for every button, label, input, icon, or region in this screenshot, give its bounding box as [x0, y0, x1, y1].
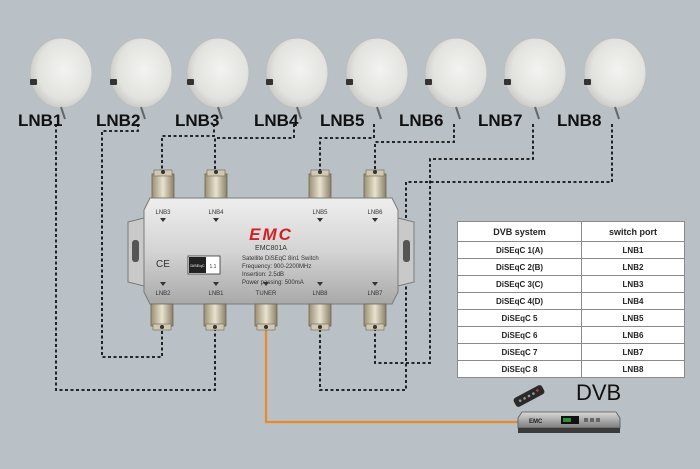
lnb-label: LNB7	[478, 111, 523, 130]
cable-lnb7	[374, 124, 534, 364]
table-header: DVB system	[457, 221, 582, 242]
satellite-dish-icon	[109, 37, 173, 120]
table-cell: LNB3	[581, 275, 685, 293]
table-cell: DiSEqC 7	[457, 343, 582, 361]
table-cell: DiSEqC 5	[457, 309, 582, 327]
connector-lnb1	[203, 303, 227, 331]
table-row: DiSEqC 8 LNB8	[457, 360, 685, 378]
cable-lnb6	[374, 124, 455, 178]
connector-lnb5	[308, 169, 332, 199]
lnb-label: LNB8	[557, 111, 602, 130]
satellite-dish-icon	[345, 37, 409, 120]
lnb-label: LNB4	[254, 111, 299, 130]
cable-tuner	[264, 325, 518, 424]
table-cell: LNB2	[581, 258, 685, 276]
table-row: DiSEqC 1(A) LNB1	[457, 241, 685, 259]
table-cell: LNB7	[581, 343, 685, 361]
table-cell: LNB8	[581, 360, 685, 378]
cable-lnb4	[214, 124, 295, 178]
table-row: DiSEqC 5 LNB5	[457, 309, 685, 327]
port-label-bottom: LNB7	[367, 291, 383, 297]
table-row: DiSEqC 2(B) LNB2	[457, 258, 685, 276]
switch-model: EMC801A	[255, 245, 287, 252]
receiver-brand: EMC	[529, 419, 543, 425]
table-cell: DiSEqC 1(A)	[457, 241, 582, 259]
switch-brand: EMC	[249, 225, 293, 244]
table-cell: DiSEqC 6	[457, 326, 582, 344]
set-top-box-icon: EMC	[517, 411, 621, 433]
ce-mark: CE	[156, 259, 170, 270]
satellite-dish-icon	[265, 37, 329, 120]
lnb-label: LNB3	[175, 111, 220, 130]
port-label-top: LNB5	[312, 210, 328, 216]
port-mapping-table: DVB system switch port DiSEqC 1(A) LNB1 …	[457, 221, 685, 378]
table-cell: DiSEqC 2(B)	[457, 258, 582, 276]
lnb-label: LNB2	[96, 111, 141, 130]
table-row: DiSEqC 4(D) LNB4	[457, 292, 685, 310]
diseqc-version: 1.1	[210, 264, 217, 270]
cable-lnb8	[319, 124, 613, 391]
satellite-dish-icon	[29, 37, 93, 120]
connector-tuner	[254, 303, 278, 331]
cable-lnb3	[161, 124, 215, 178]
spec-line: Power passing: 500mA	[242, 280, 304, 286]
connector-lnb7	[363, 303, 387, 331]
table-cell: DiSEqC 3(C)	[457, 275, 582, 293]
satellite-dish-icon	[503, 37, 567, 120]
table-cell: DiSEqC 8	[457, 360, 582, 378]
connector-lnb2	[150, 303, 174, 331]
port-label-top: LNB6	[367, 210, 383, 216]
satellite-dish-icon	[583, 37, 647, 120]
connector-lnb3	[151, 169, 175, 199]
top-connectors	[151, 169, 387, 199]
port-label-bottom: LNB2	[155, 291, 171, 297]
satellite-dish-icon	[186, 37, 250, 120]
bottom-arrows	[160, 282, 378, 286]
table-row: DiSEqC 6 LNB6	[457, 326, 685, 344]
table-cell: LNB4	[581, 292, 685, 310]
satellite-dish-icon	[424, 37, 488, 120]
table-header: switch port	[581, 221, 685, 242]
diseqc-badge: DiSEqC 1.1	[187, 255, 221, 275]
diseqc-switch: LNB3 LNB4 LNB5 LNB6 EMC EMC801A Satellit…	[127, 169, 415, 331]
lnb-label: LNB6	[399, 111, 444, 130]
top-arrows	[160, 218, 378, 222]
table-cell: LNB1	[581, 241, 685, 259]
remote-control-icon	[513, 385, 545, 407]
connector-lnb6	[363, 169, 387, 199]
connector-lnb8	[308, 303, 332, 331]
cable-lnb1	[55, 124, 216, 391]
spec-line: Insertion: 2.5dB	[242, 272, 284, 278]
spec-line: Frequency: 900-2200MHz	[242, 264, 311, 270]
lnb-cables	[55, 124, 613, 391]
table-cell: DiSEqC 4(D)	[457, 292, 582, 310]
spec-line: Satellite DiSEqC 8in1 Switch	[242, 256, 319, 262]
port-label-bottom: TUNER	[256, 291, 277, 297]
cable-lnb5	[319, 124, 375, 178]
table-cell: LNB6	[581, 326, 685, 344]
port-label-top: LNB3	[155, 210, 171, 216]
port-label-bottom: LNB1	[208, 291, 224, 297]
cable-lnb2	[101, 124, 163, 358]
port-label-bottom: LNB8	[312, 291, 328, 297]
table-cell: LNB5	[581, 309, 685, 327]
port-label-top: LNB4	[208, 210, 224, 216]
table-header-row: DVB system switch port	[457, 221, 685, 242]
dishes	[29, 37, 647, 120]
lnb-label: LNB5	[320, 111, 365, 130]
table-row: DiSEqC 7 LNB7	[457, 343, 685, 361]
diseqc-badge-text: DiSEqC	[190, 263, 204, 268]
connector-lnb4	[204, 169, 228, 199]
lnb-label: LNB1	[18, 111, 63, 130]
receiver-label: DVB	[576, 380, 622, 405]
bottom-connectors	[150, 303, 387, 331]
table-row: DiSEqC 3(C) LNB3	[457, 275, 685, 293]
